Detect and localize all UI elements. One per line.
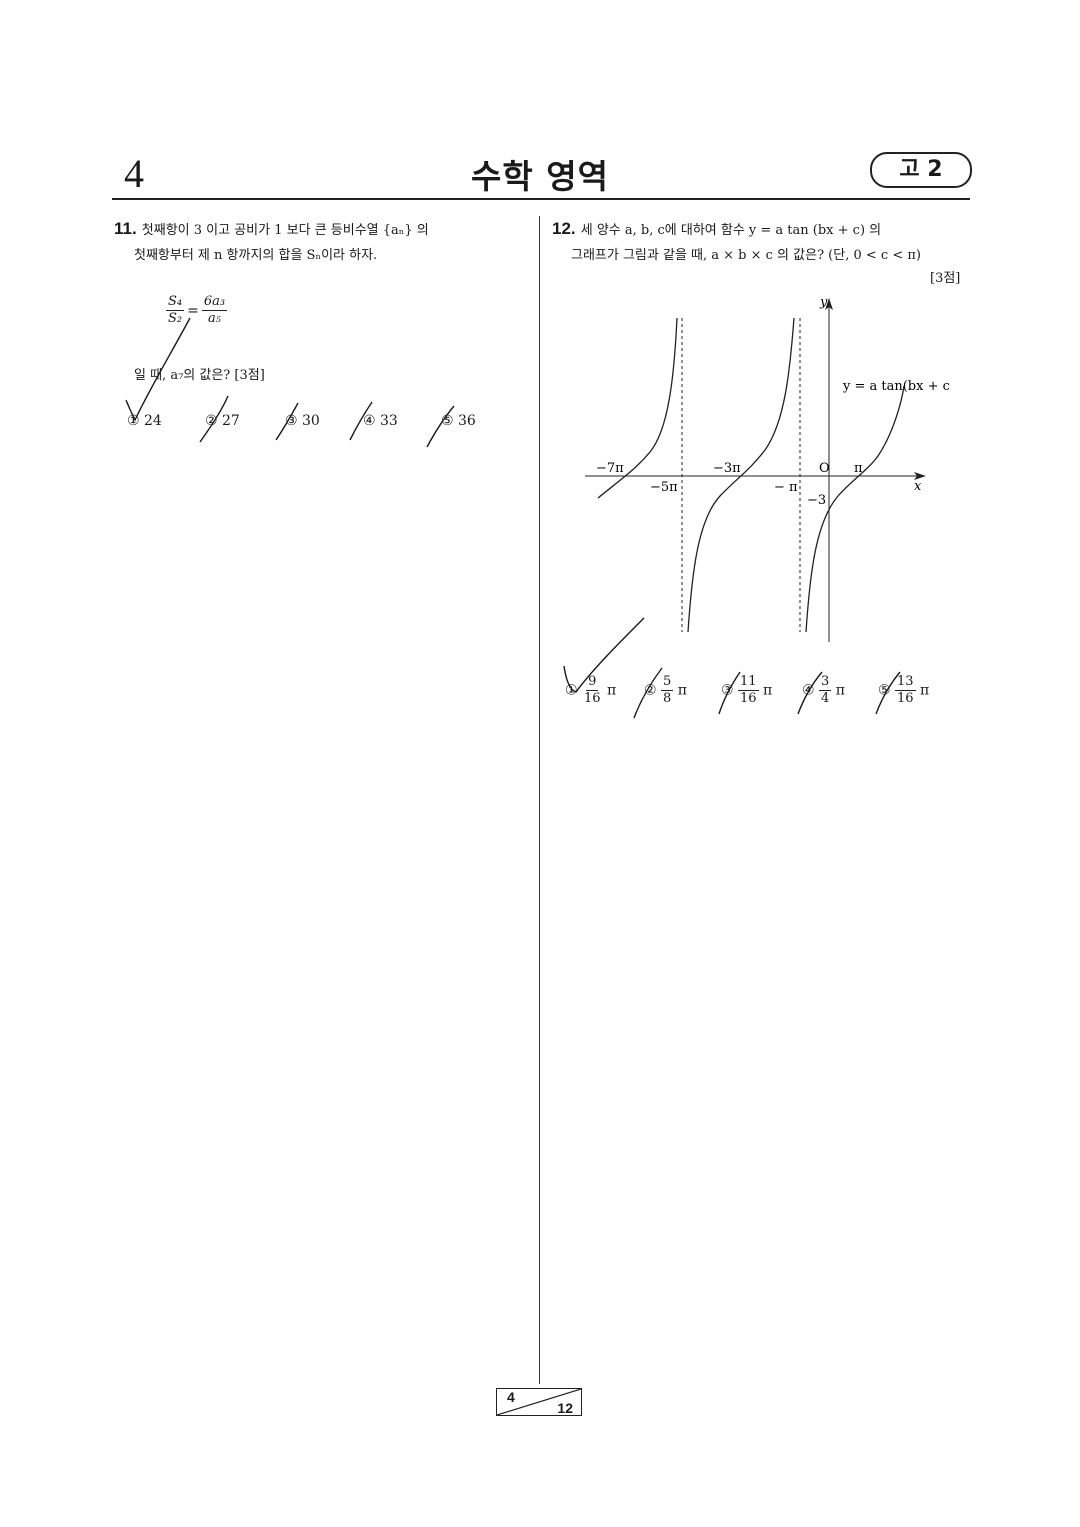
tick-label-neg-pi: − π bbox=[774, 480, 798, 495]
tick-label-pi: π bbox=[854, 461, 863, 476]
question-12-line2: 그래프가 그림과 같을 때, a × b × c 의 값은? (단, 0 < c… bbox=[571, 248, 921, 263]
tick-label-neg-5pi: −5π bbox=[650, 480, 678, 495]
y-intercept-label: −3 bbox=[807, 493, 826, 508]
choice-suffix: π bbox=[677, 682, 687, 699]
q12-handwritten-marks bbox=[563, 617, 901, 719]
question-12-number: 12. bbox=[552, 219, 576, 238]
choice-denominator: 16 bbox=[897, 691, 914, 706]
x-axis-arrow-icon bbox=[914, 472, 926, 480]
strike-mark-icon bbox=[349, 401, 373, 441]
q11-choice-2[interactable]: ② 27 bbox=[205, 413, 240, 429]
header-rule bbox=[112, 198, 970, 200]
question-12: 12. 세 양수 a, b, c에 대하여 함수 y = a tan (bx +… bbox=[552, 219, 881, 242]
choice-marker: ② bbox=[644, 682, 657, 699]
choice-suffix: π bbox=[763, 682, 773, 699]
tick-label-neg-7pi: −7π bbox=[596, 461, 624, 476]
y-axis-label: y bbox=[819, 295, 828, 310]
choice-numerator: 13 bbox=[895, 674, 916, 691]
question-11-equation: S₄ S₂ = 6a₃ a₅ bbox=[166, 294, 228, 327]
equation-left-numerator: S₄ bbox=[166, 294, 185, 311]
equation-right-numerator: 6a₃ bbox=[201, 294, 228, 311]
tick-label-neg-3pi: −3π bbox=[713, 461, 741, 476]
equation-right-denominator: a₅ bbox=[207, 311, 221, 326]
y-axis-arrow-icon bbox=[825, 298, 833, 310]
strike-mark-icon bbox=[199, 395, 229, 443]
q11-handwritten-marks bbox=[125, 317, 455, 448]
tan-branch-3 bbox=[805, 385, 905, 633]
column-divider bbox=[539, 216, 540, 1384]
question-11-line2: 첫째항부터 제 n 항까지의 합을 Sₙ이라 하자. bbox=[134, 248, 378, 263]
tan-branch-2 bbox=[687, 317, 795, 633]
choice-numerator: 11 bbox=[738, 674, 759, 691]
q11-choice-3[interactable]: ③ 30 bbox=[285, 413, 320, 429]
footer-current-page: 4 bbox=[507, 1389, 515, 1405]
strike-mark-icon bbox=[426, 405, 455, 448]
choice-suffix: π bbox=[835, 682, 845, 699]
choice-denominator: 4 bbox=[821, 691, 830, 706]
strike-mark-icon bbox=[633, 667, 663, 719]
equation-left-denominator: S₂ bbox=[168, 311, 183, 326]
question-12-line1: 세 양수 a, b, c에 대하여 함수 y = a tan (bx + c) … bbox=[580, 223, 882, 238]
footer-diagonal bbox=[497, 1389, 581, 1415]
strike-mark-icon bbox=[875, 671, 901, 715]
checkmark-icon bbox=[563, 617, 645, 693]
choice-marker: ① bbox=[565, 682, 578, 699]
q11-choice-4[interactable]: ④ 33 bbox=[363, 413, 398, 429]
footer-page-box: 4 12 bbox=[496, 1388, 582, 1416]
choice-suffix: π bbox=[920, 682, 930, 699]
strike-mark-icon bbox=[718, 671, 741, 715]
question-11: 11. 첫째항이 3 이고 공비가 1 보다 큰 등비수열 {aₙ} 의 bbox=[114, 219, 429, 242]
choice-denominator: 8 bbox=[663, 691, 672, 706]
tan-graph: y x y = a tan(bx + c) O −7π −3π π −5π − … bbox=[585, 295, 950, 642]
equation-equals: = bbox=[187, 302, 199, 319]
choice-suffix: π bbox=[607, 682, 617, 699]
choice-denominator: 16 bbox=[584, 691, 601, 706]
choice-denominator: 16 bbox=[740, 691, 757, 706]
curve-label: y = a tan(bx + c) bbox=[842, 379, 950, 394]
choice-numerator: 3 bbox=[819, 674, 832, 691]
question-11-number: 11. bbox=[114, 219, 137, 238]
equation-right-fraction: 6a₃ a₅ bbox=[201, 294, 228, 327]
strike-mark-icon bbox=[797, 671, 823, 715]
question-11-prompt: 일 때, a₇의 값은? [3점] bbox=[134, 368, 265, 383]
choice-numerator: 5 bbox=[661, 674, 674, 691]
grade-badge: 고 2 bbox=[870, 152, 972, 188]
subject-title: 수학 영역 bbox=[471, 157, 609, 196]
choice-numerator: 9 bbox=[586, 674, 599, 691]
page-number: 4 bbox=[124, 151, 144, 196]
checkmark-icon bbox=[125, 317, 191, 422]
equation-left-fraction: S₄ S₂ bbox=[166, 294, 185, 327]
question-11-line1: 첫째항이 3 이고 공비가 1 보다 큰 등비수열 {aₙ} 의 bbox=[141, 223, 429, 238]
choice-marker: ⑤ bbox=[878, 682, 891, 699]
x-axis-label: x bbox=[914, 479, 922, 494]
question-12-points: [3점] bbox=[930, 271, 961, 286]
q11-choice-5[interactable]: ⑤ 36 bbox=[441, 413, 476, 429]
strike-mark-icon bbox=[275, 402, 299, 441]
origin-label: O bbox=[819, 461, 830, 476]
tan-branch-1 bbox=[597, 317, 678, 499]
footer-total-pages: 12 bbox=[557, 1400, 573, 1416]
